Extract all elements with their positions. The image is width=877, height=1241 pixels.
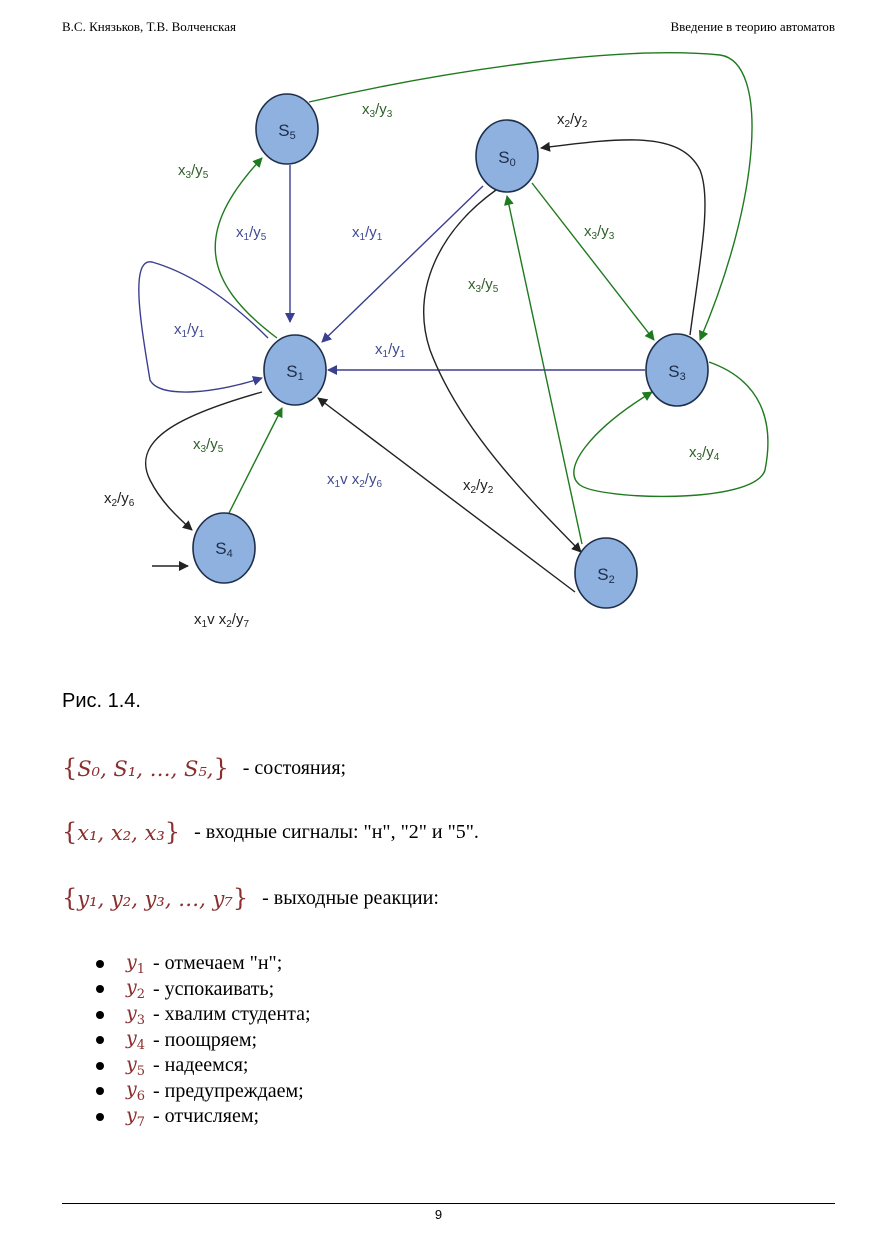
bullet-icon: [96, 1112, 104, 1121]
state-s4: S4: [192, 512, 256, 584]
state-s0: S0: [475, 119, 539, 193]
svg-text:S2: S2: [597, 565, 614, 586]
label-s5-s3: x3/y3: [362, 101, 393, 120]
svg-text:S3: S3: [668, 362, 685, 383]
state-s2: S2: [574, 537, 638, 609]
edge-s0-s2: [423, 189, 582, 553]
svg-text:S1: S1: [286, 362, 303, 383]
edge-s0-s3: [531, 182, 655, 341]
list-item: y4- поощряем;: [96, 1027, 311, 1053]
label-s3-loop: x3/y4: [689, 444, 720, 463]
label-s1-s5: x3/y5: [178, 162, 209, 181]
edge-s5-s3: [308, 52, 753, 341]
figure-caption: Рис. 1.4.: [62, 690, 141, 712]
math-outputs-set: {y₁, y₂, y₃, …, y₇}: [62, 884, 249, 912]
list-item: y2- успокаивать;: [96, 976, 311, 1002]
label-s0-s2: x2/y2: [463, 477, 494, 496]
edge-s3-s0: [540, 139, 706, 336]
label-s1-s4: x2/y6: [104, 490, 135, 509]
svg-text:S0: S0: [498, 148, 515, 169]
state-s3: S3: [645, 333, 709, 407]
edge-s1-s5: [214, 157, 278, 339]
definition-states: {S₀, S₁, …, S₅,} - состояния;: [62, 754, 346, 782]
label-s0-s3: x3/y3: [584, 223, 615, 242]
label-s5-s1: x1/y5: [236, 224, 267, 243]
label-s1-loop: x1/y1: [174, 321, 205, 340]
header-authors: В.С. Князьков, Т.В. Волченская: [62, 19, 237, 34]
list-item: y7- отчисляем;: [96, 1104, 311, 1130]
math-inputs-set: {x₁, x₂, x₃}: [62, 818, 181, 846]
bullet-icon: [96, 1010, 104, 1019]
edge-s1-s4: [144, 391, 263, 531]
bullet-icon: [96, 1087, 104, 1096]
list-item: y3- хвалим студента;: [96, 1002, 311, 1028]
definition-outputs-text: - выходные реакции:: [262, 886, 439, 909]
list-item: y1- отмечаем "н";: [96, 951, 311, 977]
edge-s4-s1: [228, 407, 283, 514]
label-s3-s1: x1/y1: [375, 341, 406, 360]
svg-text:S5: S5: [278, 121, 295, 142]
math-states-set: {S₀, S₁, …, S₅,}: [62, 754, 229, 782]
bullet-icon: [96, 959, 104, 968]
edge-s2-s1: [317, 397, 576, 593]
header-book-title: Введение в теорию автоматов: [670, 19, 835, 34]
state-s5: S5: [255, 93, 319, 165]
edge-s3-loop: [573, 361, 769, 498]
definition-inputs: {x₁, x₂, x₃} - входные сигналы: "н", "2"…: [62, 818, 479, 846]
footer-divider: [62, 1203, 835, 1204]
label-s4-s1: x3/y5: [193, 436, 224, 455]
page-number: 9: [434, 1207, 443, 1222]
list-item: y5- надеемся;: [96, 1053, 311, 1079]
label-s0-s1: x1/y1: [352, 224, 383, 243]
bullet-icon: [96, 985, 104, 994]
label-s4-self: x1v x2/y7: [194, 611, 249, 630]
svg-text:S4: S4: [215, 539, 232, 560]
edge-s1-loop: [138, 261, 269, 393]
edge-s0-s1: [321, 185, 484, 343]
bullet-icon: [96, 1036, 104, 1045]
outputs-list: y1- отмечаем "н"; y2- успокаивать; y3- х…: [96, 951, 311, 1130]
definition-states-text: - состояния;: [242, 756, 347, 779]
state-diagram: S5 S0 S1 S3 S4 S2 x3/y3 x3/y5 x1/y5 x1/y…: [104, 52, 769, 630]
definition-outputs: {y₁, y₂, y₃, …, y₇} - выходные реакции:: [62, 884, 439, 912]
label-s3-s0: x2/y2: [557, 111, 588, 130]
label-s2-s0: x3/y5: [468, 276, 499, 295]
label-s2-s1: x1v x2/y6: [327, 471, 382, 490]
definition-inputs-text: - входные сигналы: "н", "2" и "5".: [194, 820, 479, 843]
bullet-icon: [96, 1061, 104, 1070]
state-s1: S1: [263, 334, 327, 406]
list-item: y6- предупреждаем;: [96, 1078, 311, 1104]
